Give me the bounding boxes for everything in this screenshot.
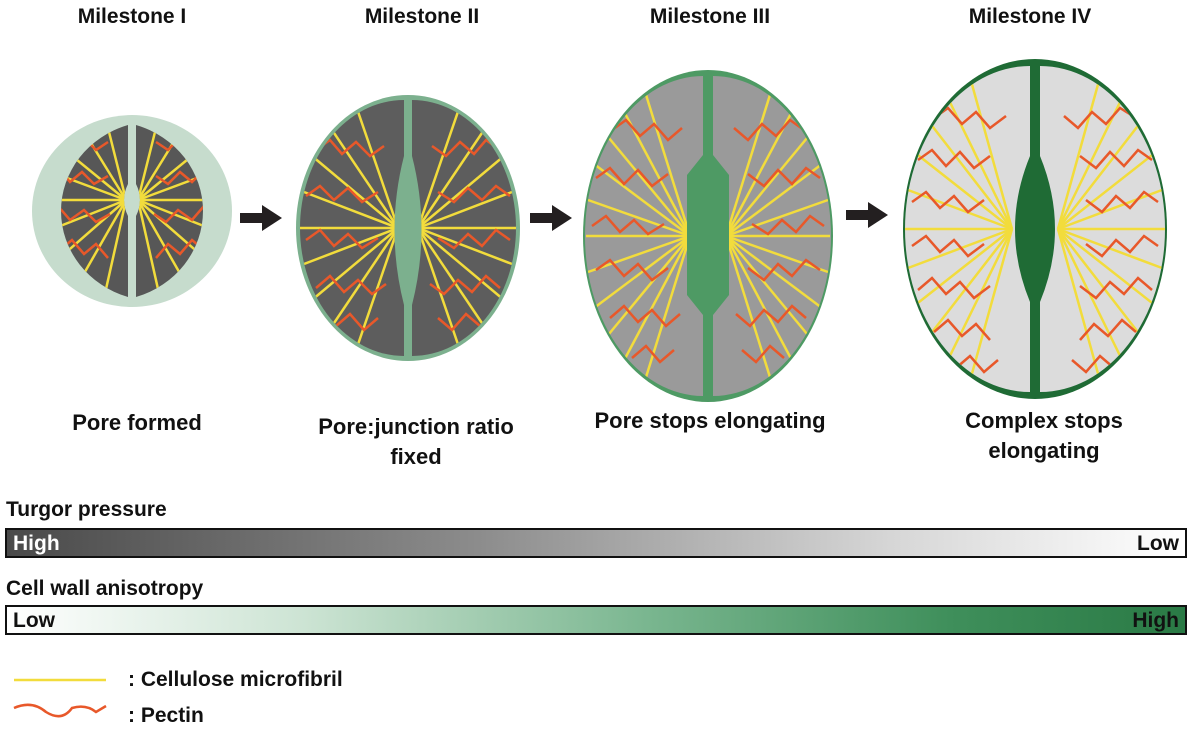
milestone-2-title: Milestone II: [364, 5, 480, 28]
turgor-low-label: Low: [1137, 532, 1179, 555]
milestone-2-caption: Pore:junction ratio fixed: [266, 412, 566, 472]
milestone-1-caption: Pore formed: [0, 408, 287, 438]
caption-line: Complex stops: [965, 408, 1123, 433]
legend-cellulose-label: : Cellulose microfibril: [128, 668, 343, 691]
arrow-2: [530, 205, 572, 231]
legend-pectin-swatch: [13, 703, 107, 718]
caption-line: elongating: [988, 438, 1100, 463]
stoma-milestone-2: [296, 95, 520, 361]
milestone-3-title: Milestone III: [649, 5, 771, 28]
milestone-4-title: Milestone IV: [968, 5, 1092, 28]
guard-cell-left: [61, 125, 128, 297]
anisotropy-high-label: High: [1132, 609, 1179, 632]
caption-line: fixed: [390, 444, 442, 469]
cellulose-microfibrils: [61, 125, 128, 297]
stoma-milestone-3: [583, 70, 833, 402]
caption-line: Pore formed: [72, 410, 202, 435]
caption-line: Pore stops elongating: [594, 408, 826, 433]
turgor-pressure-label: Turgor pressure: [6, 498, 167, 521]
milestone-4-caption: Complex stops elongating: [894, 406, 1194, 466]
arrow-1: [240, 205, 282, 231]
turgor-high-label: High: [13, 532, 60, 555]
milestone-1-title: Milestone I: [77, 5, 187, 28]
caption-line: Pore:junction ratio: [318, 414, 514, 439]
anisotropy-gradient-bar: Low High: [5, 605, 1187, 635]
legend-pectin-label: : Pectin: [128, 704, 204, 727]
milestone-3-caption: Pore stops elongating: [560, 406, 860, 436]
arrow-3: [846, 202, 888, 228]
anisotropy-label: Cell wall anisotropy: [6, 577, 204, 600]
guard-cell-right: [136, 125, 203, 297]
anisotropy-low-label: Low: [13, 609, 55, 632]
turgor-pressure-gradient-bar: High Low: [5, 528, 1187, 558]
stoma-milestone-1: [32, 115, 232, 307]
stoma-milestone-4: [903, 59, 1167, 399]
